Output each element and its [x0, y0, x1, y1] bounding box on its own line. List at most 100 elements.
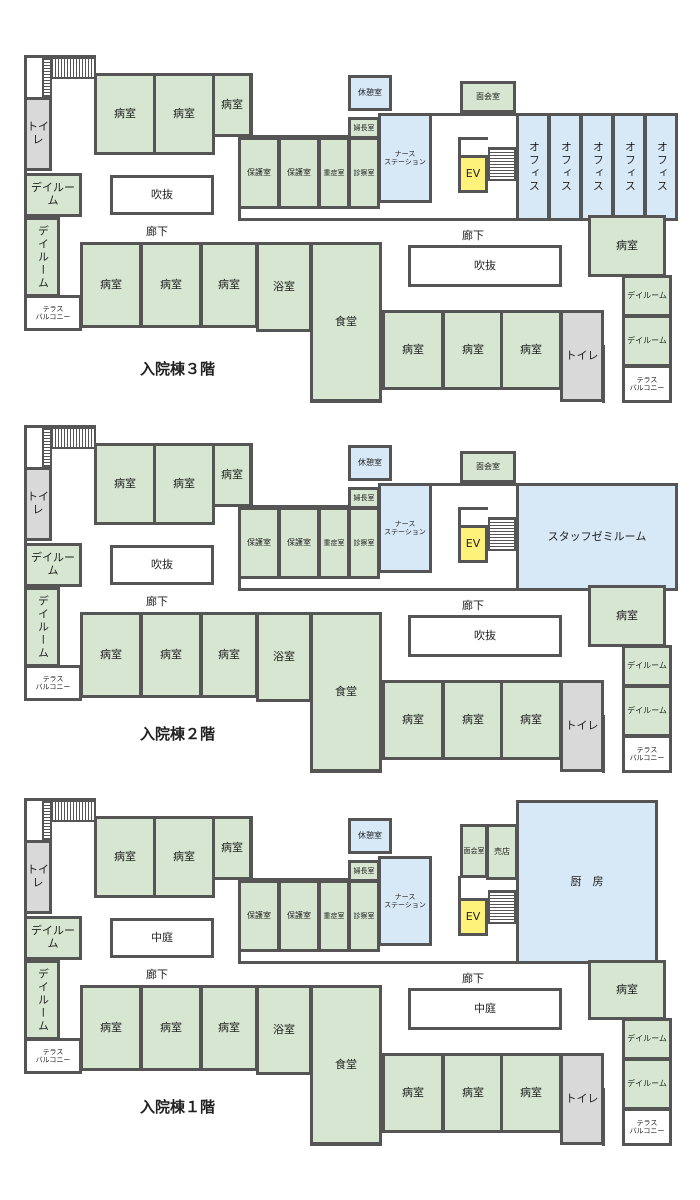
office: オフィス: [548, 113, 582, 221]
elevator: EV: [458, 525, 488, 563]
ward: 病室: [382, 680, 444, 760]
ward: 病室: [94, 443, 156, 525]
terrace-balcony: テラス バルコニー: [24, 295, 82, 331]
corridor-label: 廊下: [146, 225, 168, 238]
ward: 病室: [80, 612, 142, 698]
ward: 病室: [382, 1053, 444, 1133]
wall: [250, 443, 253, 507]
ward: 病室: [588, 585, 666, 647]
childcare-room: 保護室: [278, 880, 320, 952]
corridor-label: 廊下: [462, 599, 484, 612]
floor-title: 入院棟１階: [140, 1098, 216, 1116]
icu-room: 重症室: [318, 880, 350, 952]
dayroom: デイルーム: [24, 543, 82, 587]
corridor-label: 廊下: [146, 968, 168, 981]
dining-hall: 食堂: [310, 612, 382, 772]
ward: 病室: [500, 1053, 562, 1133]
childcare-room: 保護室: [238, 137, 280, 209]
dayroom: デイルーム: [622, 275, 672, 317]
terrace-balcony: テラス バルコニー: [24, 1038, 82, 1074]
ward: 病室: [442, 680, 504, 760]
floor-plan-1f: トイレ 病室 病室 病室 デイルーム 中庭 デイルーム テラス バルコニー 廊下…: [0, 798, 700, 1168]
atrium: 吹抜: [408, 615, 562, 657]
toilet: トイレ: [560, 680, 604, 772]
atrium: 吹抜: [110, 545, 214, 585]
ward: 病室: [80, 985, 142, 1071]
outer-wall: [24, 798, 96, 801]
ward: 病室: [500, 310, 562, 390]
wall: [250, 816, 253, 880]
corridor-label: 廊下: [462, 229, 484, 242]
outer-wall: [24, 425, 96, 428]
kiosk: 売店: [486, 824, 518, 880]
ward: 病室: [80, 242, 142, 328]
lounge: 休憩室: [348, 75, 392, 111]
courtyard: 中庭: [408, 988, 562, 1030]
head-nurse-room: 婦長室: [348, 117, 380, 139]
wall: [250, 135, 350, 138]
nurse-station: ナース ステーション: [378, 113, 432, 203]
dayroom-vertical: デイルーム: [24, 217, 60, 297]
office: オフィス: [612, 113, 646, 221]
toilet: トイレ: [24, 97, 52, 171]
nurse-station: ナース ステーション: [378, 856, 432, 946]
atrium: 吹抜: [110, 175, 214, 215]
ward: 病室: [588, 215, 666, 277]
outer-wall: [24, 55, 96, 58]
toilet: トイレ: [24, 840, 52, 914]
courtyard: 中庭: [110, 918, 214, 958]
exam-room: 診察室: [348, 880, 380, 952]
wall: [250, 73, 253, 137]
ward: 病室: [140, 242, 202, 328]
head-nurse-room: 婦長室: [348, 487, 380, 509]
staircase: [488, 147, 516, 181]
dayroom: デイルーム: [622, 1058, 672, 1110]
wall: [458, 876, 461, 900]
wall: [250, 878, 350, 881]
staircase: [42, 57, 52, 97]
ward: 病室: [382, 310, 444, 390]
floor-title: 入院棟２階: [140, 725, 216, 743]
ward: 病室: [442, 310, 504, 390]
ward: 病室: [153, 443, 215, 525]
dayroom-vertical: デイルーム: [24, 960, 60, 1040]
dayroom: デイルーム: [24, 173, 82, 217]
wall: [430, 483, 520, 486]
wall: [238, 944, 241, 964]
office: オフィス: [516, 113, 550, 221]
toilet: トイレ: [24, 467, 52, 541]
wall: [458, 507, 461, 527]
dayroom: デイルーム: [24, 916, 82, 960]
nurse-station: ナース ステーション: [378, 483, 432, 573]
staff-seminar-room: スタッフゼミルーム: [516, 483, 678, 591]
childcare-room: 保護室: [238, 507, 280, 579]
corridor-label: 廊下: [462, 972, 484, 985]
wall: [238, 961, 518, 964]
ward: 病室: [153, 73, 215, 155]
toilet: トイレ: [560, 1053, 604, 1145]
bathroom: 浴室: [256, 242, 312, 332]
office: オフィス: [580, 113, 614, 221]
terrace-balcony: テラス バルコニー: [622, 1108, 672, 1146]
elevator: EV: [458, 155, 488, 193]
dining-hall: 食堂: [310, 985, 382, 1145]
terrace-balcony: テラス バルコニー: [622, 365, 672, 403]
terrace-balcony: テラス バルコニー: [622, 735, 672, 773]
dayroom: デイルーム: [622, 685, 672, 737]
dayroom: デイルーム: [622, 315, 672, 367]
ward: 病室: [153, 816, 215, 898]
ward: 病室: [94, 816, 156, 898]
ward: 病室: [94, 73, 156, 155]
ward: 病室: [212, 443, 252, 507]
lounge: 休憩室: [348, 818, 392, 854]
ward: 病室: [200, 612, 258, 698]
ward: 病室: [200, 985, 258, 1071]
ward: 病室: [140, 985, 202, 1071]
bathroom: 浴室: [256, 612, 312, 702]
staircase: [488, 517, 516, 551]
toilet: トイレ: [560, 310, 604, 402]
staircase: [488, 890, 516, 924]
terrace-balcony: テラス バルコニー: [24, 665, 82, 701]
lounge: 休憩室: [348, 445, 392, 481]
dayroom: デイルーム: [622, 645, 672, 687]
